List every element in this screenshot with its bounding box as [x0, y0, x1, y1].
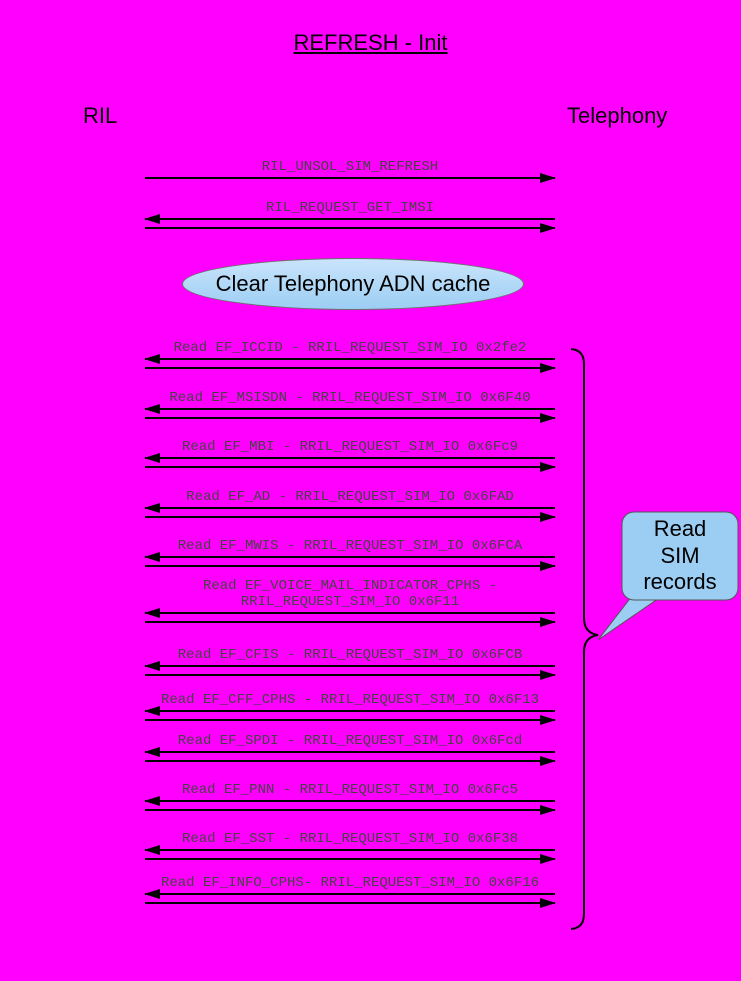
arrow-left-icon	[145, 665, 555, 667]
actor-ril: RIL	[83, 103, 118, 128]
arrow-left-icon	[145, 457, 555, 459]
arrow-left-icon	[145, 751, 555, 753]
message-label: Read EF_CFIS - RRIL_REQUEST_SIM_IO 0x6FC…	[177, 647, 523, 663]
message-label: Read EF_AD - RRIL_REQUEST_SIM_IO 0x6FAD	[186, 489, 514, 505]
message-label: Read EF_SST - RRIL_REQUEST_SIM_IO 0x6F38	[181, 831, 519, 847]
message-read-ef-iccid: Read EF_ICCID - RRIL_REQUEST_SIM_IO 0x2f…	[145, 340, 555, 369]
message-label: Read EF_INFO_CPHS- RRIL_REQUEST_SIM_IO 0…	[160, 875, 540, 891]
arrow-right-icon	[145, 227, 555, 229]
callout-label: Read SIM records	[643, 516, 717, 595]
note-text: Clear Telephony ADN cache	[215, 271, 491, 296]
message-read-ef-sst: Read EF_SST - RRIL_REQUEST_SIM_IO 0x6F38	[145, 831, 555, 860]
actor-telephony: Telephony	[567, 103, 668, 128]
message-label: Read EF_MWIS - RRIL_REQUEST_SIM_IO 0x6FC…	[177, 538, 523, 554]
arrow-left-icon	[145, 507, 555, 509]
arrow-right-icon	[145, 466, 555, 468]
arrow-right-icon	[145, 902, 555, 904]
message-read-ef-voice-mail-indicator-cphs: Read EF_VOICE_MAIL_INDICATOR_CPHS - RRIL…	[145, 578, 555, 623]
message-label: Read EF_SPDI - RRIL_REQUEST_SIM_IO 0x6Fc…	[177, 733, 523, 749]
arrow-left-icon	[145, 710, 555, 712]
message-label: RIL_UNSOL_SIM_REFRESH	[261, 159, 439, 175]
arrow-right-icon	[145, 621, 555, 623]
arrow-left-icon	[145, 556, 555, 558]
message-read-ef-pnn: Read EF_PNN - RRIL_REQUEST_SIM_IO 0x6Fc5	[145, 782, 555, 811]
arrow-right-icon	[145, 760, 555, 762]
arrow-right-icon	[145, 565, 555, 567]
message-label: Read EF_MBI - RRIL_REQUEST_SIM_IO 0x6Fc9	[181, 439, 519, 455]
message-label: Read EF_MSISDN - RRIL_REQUEST_SIM_IO 0x6…	[169, 390, 531, 406]
message-label: Read EF_ICCID - RRIL_REQUEST_SIM_IO 0x2f…	[173, 340, 527, 356]
message-label: Read EF_CFF_CPHS - RRIL_REQUEST_SIM_IO 0…	[160, 692, 540, 708]
arrow-right-icon	[145, 417, 555, 419]
message-ril-unsol-sim-refresh: RIL_UNSOL_SIM_REFRESH	[145, 159, 555, 179]
message-read-ef-info-cphs: Read EF_INFO_CPHS- RRIL_REQUEST_SIM_IO 0…	[145, 875, 555, 904]
message-read-ef-ad: Read EF_AD - RRIL_REQUEST_SIM_IO 0x6FAD	[145, 489, 555, 518]
arrow-right-icon	[145, 719, 555, 721]
message-label: Read EF_PNN - RRIL_REQUEST_SIM_IO 0x6Fc5	[181, 782, 519, 798]
arrow-left-icon	[145, 893, 555, 895]
arrow-left-icon	[145, 358, 555, 360]
note-clear-adn-cache: Clear Telephony ADN cache	[182, 258, 524, 310]
message-label: Read EF_VOICE_MAIL_INDICATOR_CPHS - RRIL…	[202, 578, 498, 610]
message-ril-request-get-imsi: RIL_REQUEST_GET_IMSI	[145, 200, 555, 229]
page-title: REFRESH - Init	[293, 30, 448, 55]
message-label: RIL_REQUEST_GET_IMSI	[265, 200, 435, 216]
arrow-left-icon	[145, 218, 555, 220]
arrow-left-icon	[145, 849, 555, 851]
message-read-ef-cfis: Read EF_CFIS - RRIL_REQUEST_SIM_IO 0x6FC…	[145, 647, 555, 676]
message-read-ef-msisdn: Read EF_MSISDN - RRIL_REQUEST_SIM_IO 0x6…	[145, 390, 555, 419]
message-read-ef-mwis: Read EF_MWIS - RRIL_REQUEST_SIM_IO 0x6FC…	[145, 538, 555, 567]
message-read-ef-mbi: Read EF_MBI - RRIL_REQUEST_SIM_IO 0x6Fc9	[145, 439, 555, 468]
message-read-ef-cff-cphs: Read EF_CFF_CPHS - RRIL_REQUEST_SIM_IO 0…	[145, 692, 555, 721]
arrow-left-icon	[145, 612, 555, 614]
brace-icon	[570, 348, 599, 930]
arrow-left-icon	[145, 408, 555, 410]
callout-read-sim-records: Read SIM records	[622, 512, 738, 600]
arrow-right-icon	[145, 177, 555, 179]
arrow-right-icon	[145, 809, 555, 811]
arrow-right-icon	[145, 367, 555, 369]
arrow-right-icon	[145, 516, 555, 518]
callout-tail-icon	[597, 595, 664, 641]
arrow-right-icon	[145, 674, 555, 676]
arrow-right-icon	[145, 858, 555, 860]
message-read-ef-spdi: Read EF_SPDI - RRIL_REQUEST_SIM_IO 0x6Fc…	[145, 733, 555, 762]
arrow-left-icon	[145, 800, 555, 802]
